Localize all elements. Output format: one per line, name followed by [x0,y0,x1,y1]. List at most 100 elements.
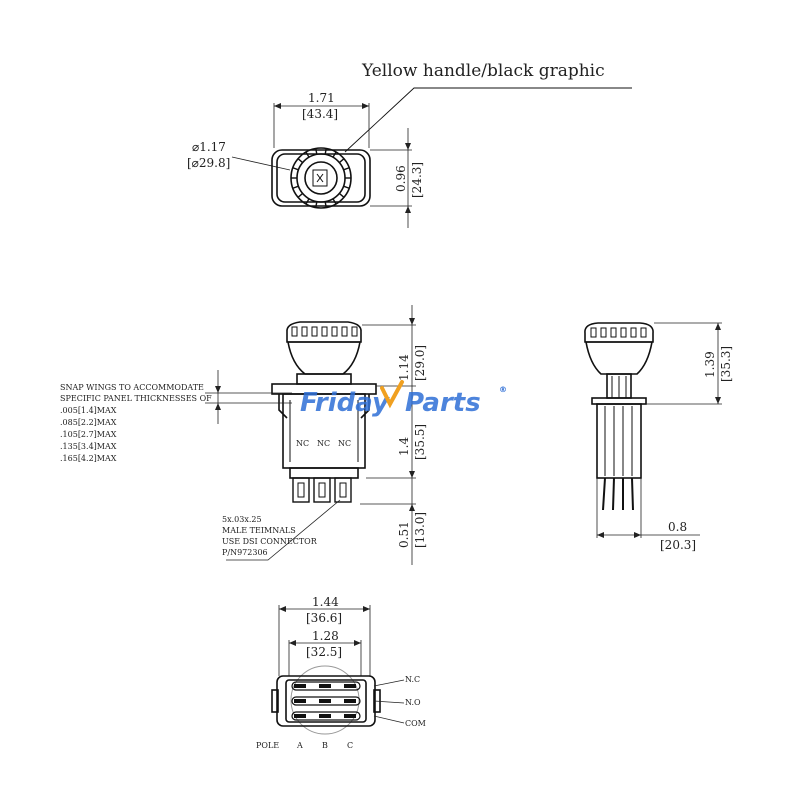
terminal-pad [344,714,356,718]
terminal-blade [334,477,352,503]
front-nc-label: NC [296,439,309,448]
watermark-check-icon [380,380,404,409]
row-leader [373,715,405,724]
pole-letter-c: C [347,741,353,750]
handle-cap [304,161,338,195]
side-terminal-pins [602,477,634,511]
drawing-title: Yellow handle/black graphic [361,61,605,81]
pole-letter-b: B [322,741,328,750]
snap-note-line: .005[1.4]MAX [60,406,117,415]
snap-wing-right [360,394,370,419]
row-label-no: N.O [405,698,421,707]
terminal-note-line: MALE TEIMNALS [222,526,296,535]
grip-tick [324,201,327,208]
bottom-inner-frame [285,679,367,723]
crown-notch [351,326,358,337]
handle-grip-ticks [291,148,351,208]
front-stem [296,373,352,385]
grip-tick [292,185,299,189]
front-nc-label: NC [317,439,330,448]
title-leader [344,87,632,153]
front-term-mm: [13.0] [413,512,427,548]
crown-notch [331,326,338,337]
front-handle-top [286,321,362,343]
side-handle-top [584,322,654,343]
snap-note-line: .135[3.4]MAX [60,442,117,451]
terminal-pad [344,684,356,688]
terminal-note-line: 5x.03x.25 [222,515,262,524]
terminal-slot [297,482,305,498]
row-label-nc: N.C [405,675,420,684]
side-flange [591,397,647,405]
crown-notch [321,326,328,337]
watermark-right: Parts [405,388,481,418]
front-upper-mm: [29.0] [413,345,427,381]
side-height-mm: [35.3] [719,346,733,382]
terminal-pad [319,714,331,718]
terminal-slot [339,482,347,498]
snap-note-line: .085[2.2]MAX [60,418,117,427]
front-body-mm: [35.5] [413,424,427,460]
crown-notch [301,326,308,337]
pole-label: POLE [256,741,279,750]
front-body-in: 1.4 [397,437,411,456]
crown-notch [640,327,647,338]
row-leader [373,679,405,687]
grip-tick [338,158,345,164]
brand-watermark: Friday Parts ® [300,380,507,418]
terminal-pad [344,699,356,703]
terminal-pad [294,714,306,718]
handle-ring-outer [290,147,352,209]
top-view: 1.71 [43.4] ⌀1.17 [⌀29.8] 0.96 [24.3] [187,91,424,228]
crown-notch [630,327,637,338]
bottom-outer-mm: [36.6] [306,611,342,625]
side-handle-neck [585,341,653,375]
top-housing [271,149,371,207]
terminal-pin [602,477,606,511]
side-crown-notches [590,327,647,338]
grip-tick [297,158,304,164]
side-body-ribs [604,406,633,476]
grip-tick [343,185,350,189]
terminal-pad [294,684,306,688]
terminal-note-line: USE DSI CONNECTOR [222,537,318,546]
grip-tick [343,167,350,171]
terminal-pad [319,699,331,703]
terminal-slot [318,482,326,498]
terminal-pin [631,477,634,511]
dimension-arrow [409,471,415,478]
diameter-leader [231,156,291,171]
slot-row [291,711,361,721]
front-terminals [292,477,352,503]
crown-notch [610,327,617,338]
grip-tick [292,167,299,171]
watermark-reg: ® [499,385,507,394]
dimension-arrow [409,504,415,511]
snap-note-line: SNAP WINGS TO ACCOMMODATE [60,383,204,392]
top-height-in: 0.96 [394,165,408,192]
snap-wing-left [278,394,288,419]
bottom-inner-mm: [32.5] [306,645,342,659]
grip-tick [297,192,304,198]
front-base [289,467,359,479]
top-diameter-mm: [⌀29.8] [187,156,230,170]
crown-notch [341,326,348,337]
crown-notch [620,327,627,338]
front-nc-label: NC [338,439,351,448]
side-depth-mm: [20.3] [660,538,696,552]
terminal-pin [612,477,615,511]
snap-note-line: .165[4.2]MAX [60,454,117,463]
side-height-in: 1.39 [703,351,717,378]
watermark-left: Friday [300,388,390,418]
bottom-side-tab [271,689,279,713]
slot-row [291,681,361,691]
bottom-view: 1.44 [36.6] 1.28 [32.5] N.C N.O COM POLE… [256,595,426,750]
top-width-mm: [43.4] [302,107,338,121]
dimension-arrows [215,386,221,410]
top-diameter-in: ⌀1.17 [192,140,226,154]
grip-tick [305,151,310,158]
bottom-handle-outline [290,665,360,735]
terminal-note-line: P/N972306 [222,548,268,557]
handle-graphic-icon [312,169,328,187]
